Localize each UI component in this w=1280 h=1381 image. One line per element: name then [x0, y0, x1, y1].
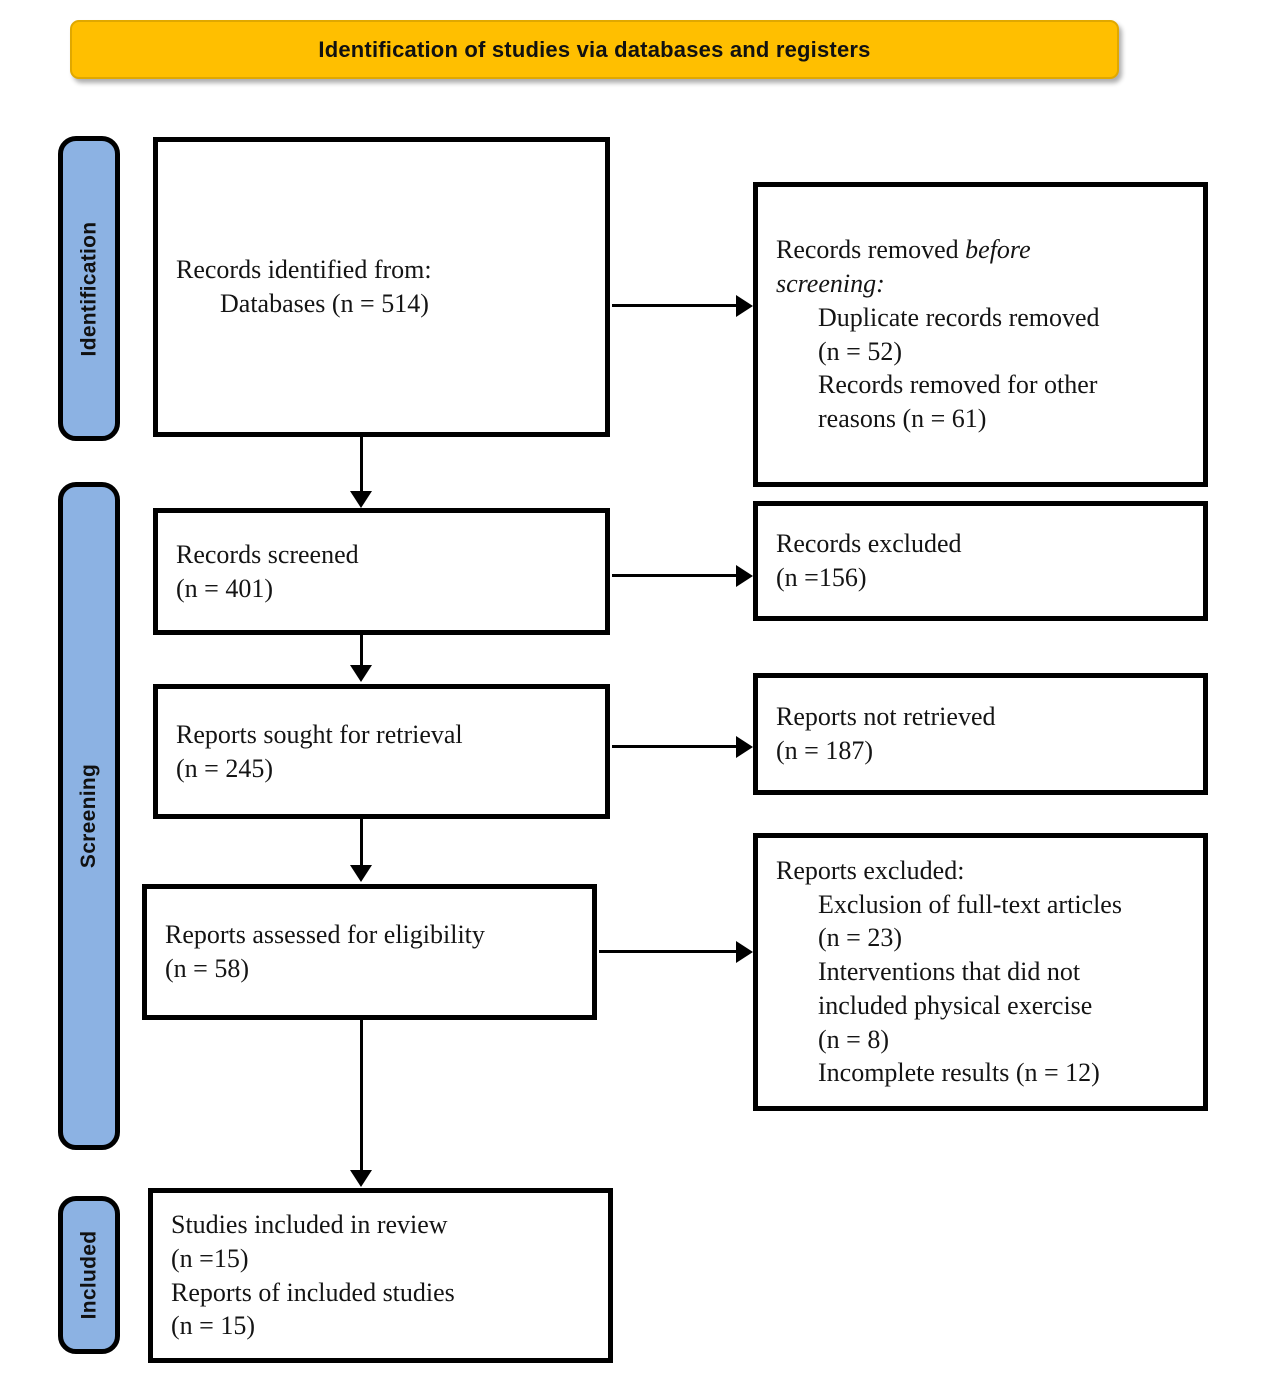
text-segment: Records removed: [776, 235, 966, 265]
connector-assessed-to-included: [360, 1020, 363, 1172]
text-line: (n = 401): [176, 573, 273, 603]
text-line: Databases (n = 514): [220, 289, 429, 318]
text-line: (n = 52): [818, 336, 902, 366]
node-records-excluded-text: Records excluded (n =156): [776, 527, 1185, 595]
stage-bar-screening: Screening: [58, 482, 120, 1150]
text-line: Reports not retrieved: [776, 702, 996, 732]
text-line: reasons (n = 61): [818, 404, 987, 434]
stage-bar-identification: Identification: [58, 136, 120, 441]
arrow-down-icon: [350, 665, 372, 682]
connector-assessed-to-reports-excluded: [599, 950, 738, 953]
arrow-right-icon: [736, 565, 753, 587]
text-line: (n = 23): [818, 923, 902, 953]
text-line: (n = 245): [176, 753, 273, 783]
stage-label-included: Included: [77, 1230, 100, 1320]
connector-screened-to-sought: [360, 635, 363, 667]
text-line: Exclusion of full-text articles: [818, 889, 1122, 919]
arrow-right-icon: [736, 736, 753, 758]
node-reports-not-retrieved: Reports not retrieved (n = 187): [753, 673, 1208, 795]
text-line: Incomplete results (n = 12): [818, 1058, 1100, 1088]
text-line: included physical exercise: [818, 990, 1093, 1020]
text-line: Records removed before: [776, 233, 1185, 267]
node-reports-assessed-for-eligibility: Reports assessed for eligibility (n = 58…: [142, 884, 597, 1020]
node-records-identified-text: Records identified from: Databases (n = …: [176, 253, 587, 321]
arrow-right-icon: [736, 295, 753, 317]
node-reports-excluded-text: Reports excluded: Exclusion of full-text…: [776, 854, 1185, 1091]
connector-identified-to-screened: [360, 437, 363, 493]
node-reports-assessed-text: Reports assessed for eligibility (n = 58…: [165, 918, 574, 986]
connector-sought-to-assessed: [360, 819, 363, 867]
text-line: Interventions that did not: [818, 957, 1081, 987]
text-line: Records removed for other: [818, 370, 1098, 400]
connector-sought-to-not-retrieved: [612, 745, 738, 748]
stage-label-identification: Identification: [77, 221, 100, 356]
node-records-removed-before-screening: Records removed before screening: Duplic…: [753, 182, 1208, 487]
arrow-down-icon: [350, 865, 372, 882]
node-reports-sought-for-retrieval: Reports sought for retrieval (n = 245): [153, 684, 610, 819]
stage-label-screening: Screening: [77, 763, 101, 869]
node-records-screened-text: Records screened (n = 401): [176, 538, 587, 606]
node-reports-sought-text: Reports sought for retrieval (n = 245): [176, 718, 587, 786]
node-studies-included-in-review: Studies included in review (n =15) Repor…: [148, 1188, 613, 1363]
text-line: Records identified from:: [176, 255, 432, 285]
node-reports-excluded: Reports excluded: Exclusion of full-text…: [753, 833, 1208, 1111]
text-line: Studies included in review: [171, 1209, 448, 1239]
stage-bar-included: Included: [58, 1196, 120, 1354]
text-line: screening:: [776, 268, 885, 298]
text-line: Reports excluded:: [776, 855, 965, 885]
text-line: (n =156): [776, 563, 867, 592]
node-studies-included-text: Studies included in review (n =15) Repor…: [171, 1208, 590, 1343]
page-title: Identification of studies via databases …: [318, 36, 871, 62]
node-records-excluded: Records excluded (n =156): [753, 501, 1208, 621]
arrow-down-icon: [350, 491, 372, 508]
header-banner: Identification of studies via databases …: [70, 20, 1119, 79]
text-line: (n = 187): [776, 736, 873, 765]
text-line: Records excluded: [776, 529, 962, 559]
text-line: Records screened: [176, 539, 359, 569]
text-line: Reports sought for retrieval: [176, 719, 463, 749]
text-line: Reports assessed for eligibility: [165, 920, 485, 950]
text-line: (n = 8): [818, 1024, 889, 1054]
node-records-screened: Records screened (n = 401): [153, 508, 610, 635]
text-line: Duplicate records removed: [818, 302, 1100, 332]
text-line: (n = 15): [171, 1311, 255, 1341]
text-segment-italic: before: [965, 235, 1031, 265]
connector-identified-to-removed: [612, 304, 738, 307]
node-records-removed-text: Records removed before screening: Duplic…: [776, 233, 1185, 436]
arrow-down-icon: [350, 1170, 372, 1187]
arrow-right-icon: [736, 941, 753, 963]
text-line: (n =15): [171, 1243, 249, 1273]
text-line: Reports of included studies: [171, 1277, 455, 1307]
node-records-identified: Records identified from: Databases (n = …: [153, 137, 610, 437]
connector-screened-to-excluded: [612, 574, 738, 577]
text-line: (n = 58): [165, 954, 249, 983]
node-reports-not-retrieved-text: Reports not retrieved (n = 187): [776, 700, 1185, 768]
